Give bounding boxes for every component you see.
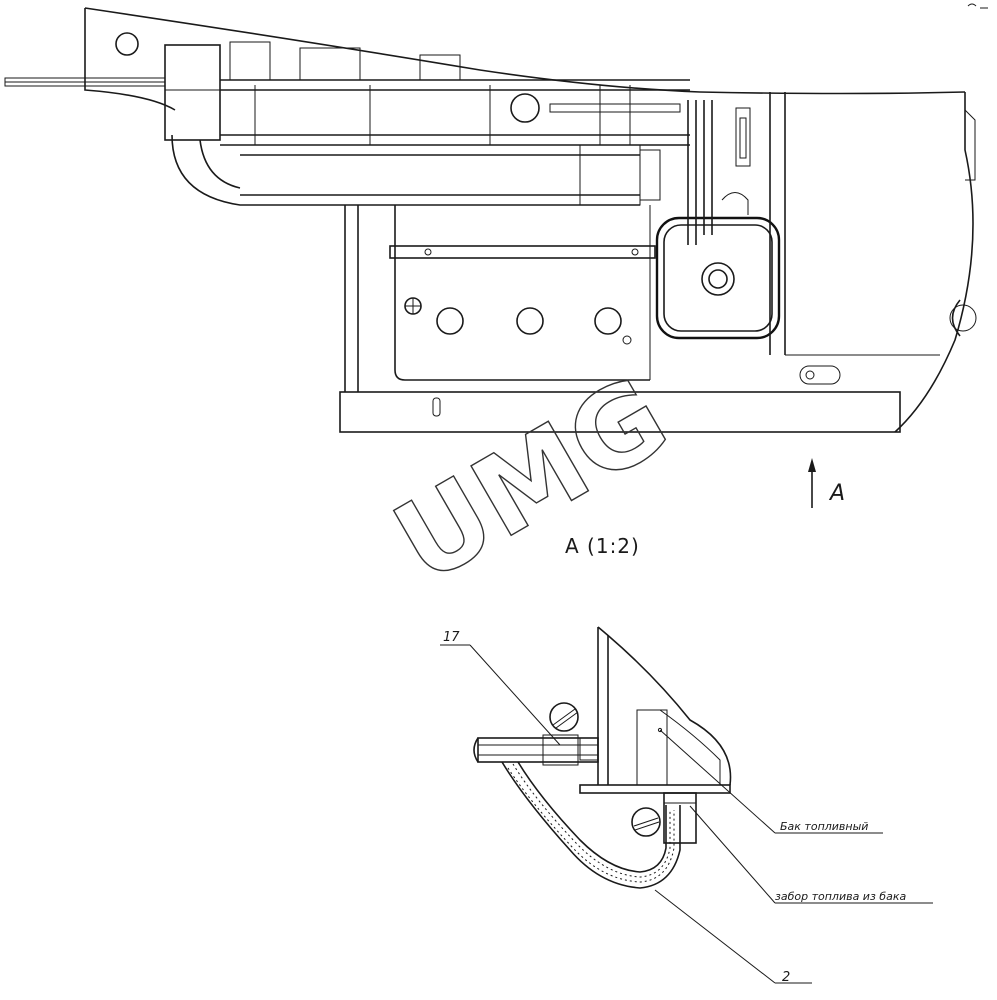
view-arrow-letter: A [828, 481, 845, 506]
view-arrow-a: A [808, 458, 845, 508]
callout-fuel-outlet: забор топлива из бака [775, 890, 906, 903]
callout-part-17: 17 [443, 630, 460, 645]
callout-part-2: 2 [782, 970, 790, 985]
watermark-text: UMG [374, 352, 688, 607]
detail-view-a [473, 626, 732, 889]
top-assembly-view [4, 7, 977, 433]
section-title: A (1:2) [565, 534, 640, 558]
corner-mark [967, 3, 988, 9]
callout-fuel-tank: Бак топливный [780, 820, 868, 833]
leader-lines [440, 644, 933, 984]
